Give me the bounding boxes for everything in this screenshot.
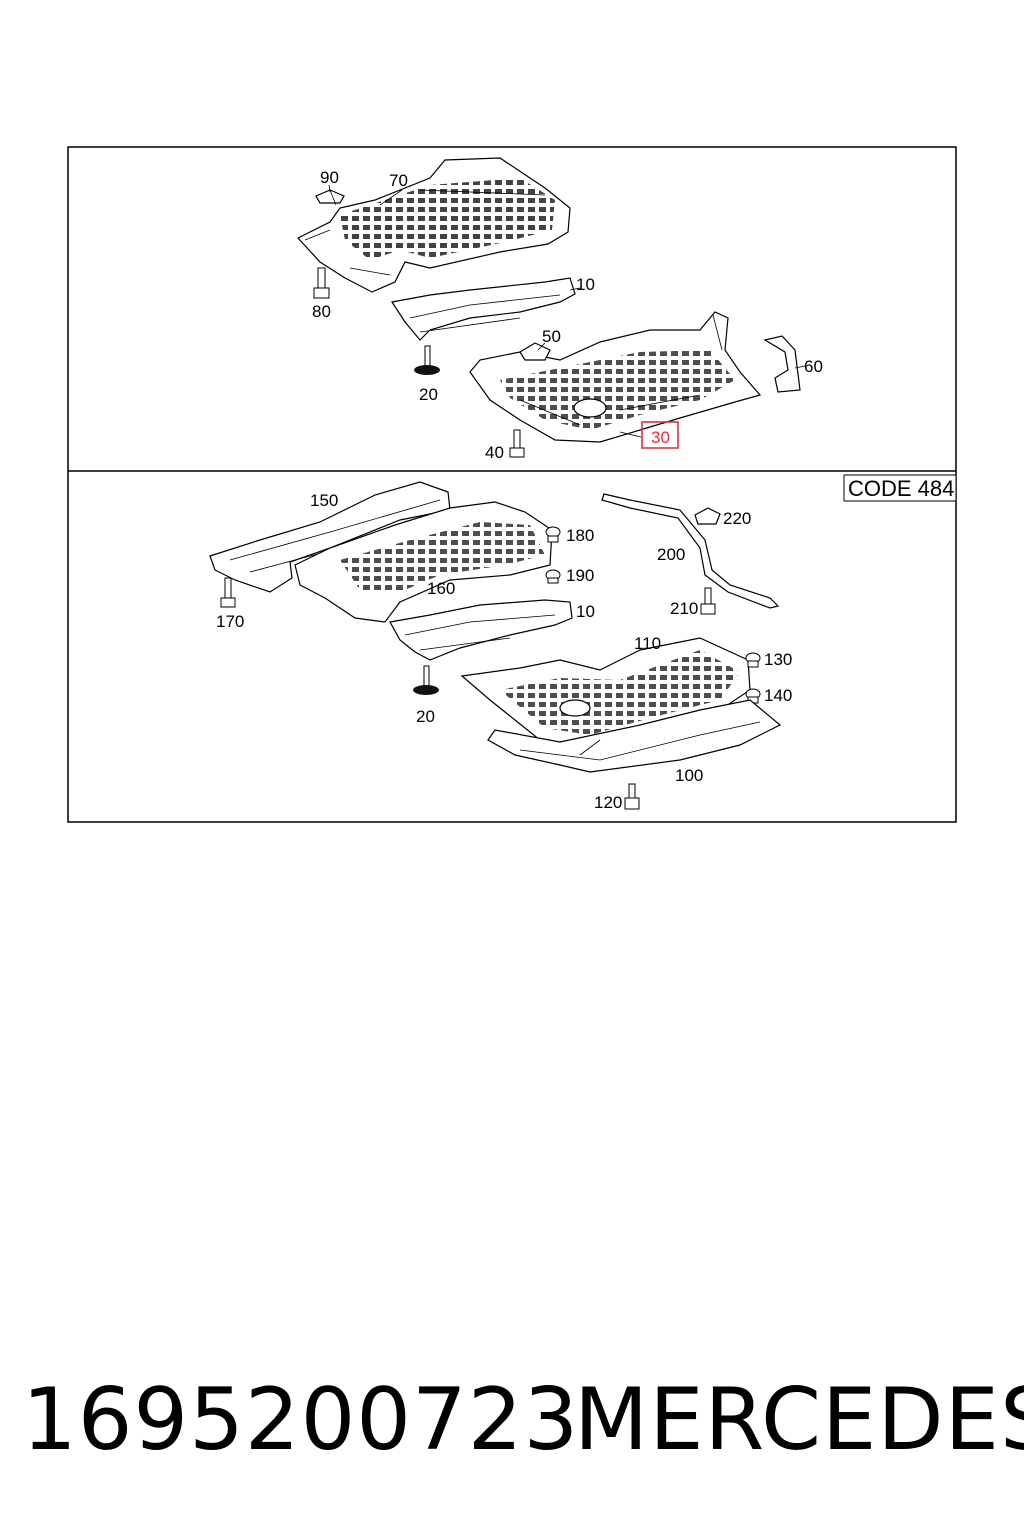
callout-140: 140 [764,686,792,705]
part-30-rear-panel [469,311,762,443]
callout-50: 50 [542,327,561,346]
callout-100: 100 [675,766,703,785]
callout-70: 70 [389,171,408,190]
code-label-box [843,474,957,502]
part-180-nut [545,526,561,543]
parts-diagram-svg: CODE 484 [67,146,957,823]
part-220-clip [694,507,721,525]
part-40-bolt [509,429,525,458]
callout-180: 180 [566,526,594,545]
part-10-center-strip-lower [389,599,573,661]
callout-30-highlighted: 30 [651,428,670,447]
callout-200: 200 [657,545,685,564]
callout-150: 150 [310,491,338,510]
part-80-bolt [313,267,330,299]
part-20-push-screw [414,345,440,375]
callout-190: 190 [566,566,594,585]
callout-10-upper: 10 [576,275,595,294]
part-170-bolt [220,577,236,608]
callout-40: 40 [485,443,504,462]
callout-20-upper: 20 [419,385,438,404]
part-190-nut [545,569,561,584]
highlight-box-30[interactable] [641,421,679,449]
callout-80: 80 [312,302,331,321]
callout-170: 170 [216,612,244,631]
code-label: CODE 484 [848,476,954,501]
callout-220: 220 [723,509,751,528]
brand-name: MERCEDES [574,1370,1024,1470]
part-10-center-strip [391,277,576,341]
callout-60: 60 [804,357,823,376]
part-160-front-panel [294,501,553,623]
upper-callout-leaders [328,184,806,438]
part-210-bolt [700,587,716,615]
callout-90: 90 [320,168,339,187]
callout-120: 120 [594,793,622,812]
part-130-nut [745,652,761,668]
footer: 1695200723 MERCEDES [0,1370,1024,1470]
part-150-front-strip [209,481,451,593]
callout-10-lower: 10 [576,602,595,621]
part-120-bolt [624,783,640,810]
part-70-front-panel [297,157,571,293]
part-60-side-bracket [763,335,801,393]
part-100-rear-lower-panel [487,699,782,773]
part-number: 1695200723 [22,1370,580,1470]
part-20-push-screw-lower [413,665,439,695]
callout-110: 110 [634,634,661,653]
part-200-brace [601,493,780,609]
part-50-bracket [519,342,551,361]
callout-160: 160 [427,579,455,598]
parts-diagram: CODE 484 [67,146,957,823]
callout-210: 210 [670,599,698,618]
part-90-bracket [315,189,345,206]
callout-130: 130 [764,650,792,669]
callout-20-lower: 20 [416,707,435,726]
